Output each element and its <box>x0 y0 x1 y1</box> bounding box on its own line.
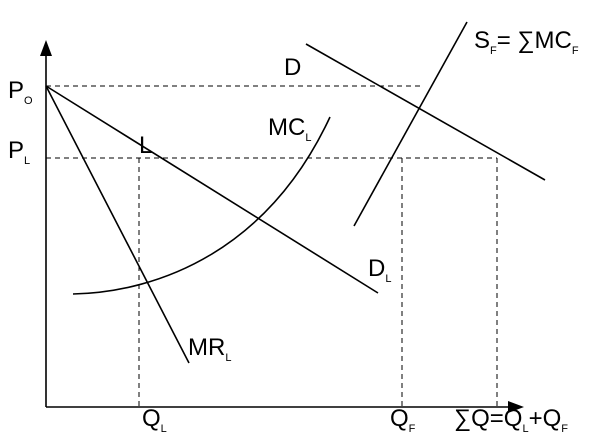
mr-l-curve <box>45 85 190 364</box>
d-l-label: DL <box>368 255 391 285</box>
s-f-label: SF= ∑MCF <box>474 27 579 57</box>
q-l-label: QL <box>142 405 167 435</box>
sum-q-label: ∑Q=QL+QF <box>454 405 568 435</box>
mr-l-label: MRL <box>188 334 231 364</box>
p-o-label: PO <box>8 77 33 107</box>
price-axis-arrow-icon <box>40 40 52 56</box>
mc-l-label: MCL <box>268 114 311 144</box>
q-f-label: QF <box>390 405 416 435</box>
d-l-curve <box>45 85 379 294</box>
s-f-curve <box>353 21 468 227</box>
point-l-label: L <box>139 132 152 159</box>
d-curve <box>305 43 546 181</box>
p-l-label: PL <box>8 137 30 167</box>
quantity-axis-arrow-icon <box>508 401 524 413</box>
d-label: D <box>284 54 301 81</box>
mc-l-curve <box>72 116 331 295</box>
